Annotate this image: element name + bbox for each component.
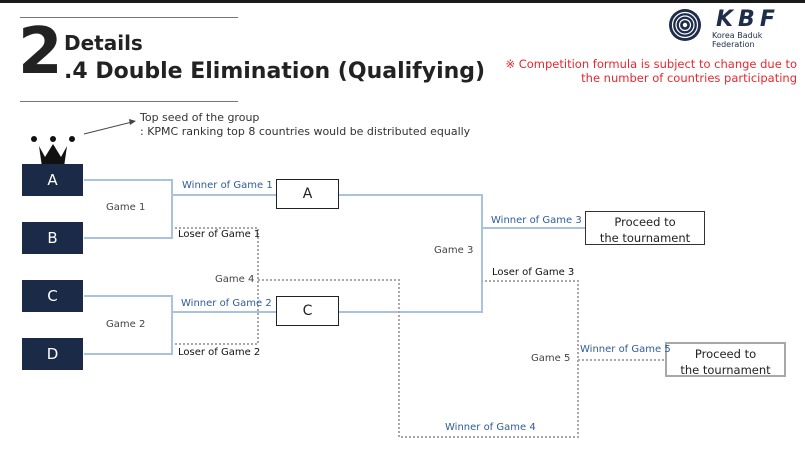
team-a: A bbox=[22, 164, 83, 196]
loser-game1-label: Loser of Game 1 bbox=[178, 229, 261, 240]
seed-description: : KPMC ranking top 8 countries would be … bbox=[140, 125, 471, 138]
winner-game3-label: Winner of Game 3 bbox=[491, 215, 582, 226]
game4-bracket-path bbox=[175, 227, 259, 345]
seed-annotation: Top seed of the group : KPMC ranking top… bbox=[140, 111, 470, 139]
crown-icon bbox=[31, 136, 75, 167]
annotation-arrow-head bbox=[129, 119, 136, 125]
header-rule-top bbox=[20, 17, 238, 18]
winner-game5-label: Winner of Game 5 bbox=[580, 344, 671, 355]
top-border bbox=[0, 0, 805, 3]
game2-bracket bbox=[84, 295, 276, 355]
winner-game1-label: Winner of Game 1 bbox=[182, 180, 273, 191]
game4-label: Game 4 bbox=[215, 274, 255, 285]
winner-box-a: A bbox=[276, 179, 339, 209]
proceed-box-2: Proceed to the tournament bbox=[665, 342, 786, 377]
logo-subtitle: Korea Baduk Federation bbox=[712, 31, 763, 49]
proceed-1-line-1: Proceed to bbox=[614, 215, 676, 229]
logo-wordmark: KBF bbox=[716, 7, 780, 32]
team-d: D bbox=[22, 338, 83, 370]
proceed-2-line-1: Proceed to bbox=[694, 347, 757, 361]
note-line-1: ※ Competition formula is subject to chan… bbox=[505, 57, 797, 71]
winner-game4-label: Winner of Game 4 bbox=[445, 422, 536, 433]
game1-label: Game 1 bbox=[106, 202, 146, 213]
proceed-1-line-2: the tournament bbox=[599, 231, 691, 245]
loser-paths bbox=[175, 227, 665, 438]
game1-bracket bbox=[84, 179, 276, 239]
winner-game2-label: Winner of Game 2 bbox=[181, 298, 272, 309]
game3-bracket bbox=[338, 194, 585, 313]
proceed-2-line-2: the tournament bbox=[680, 363, 771, 377]
game5-bracket-path bbox=[258, 279, 579, 438]
team-c: C bbox=[22, 280, 83, 312]
proceed-box-1: Proceed to the tournament bbox=[585, 211, 705, 245]
team-b: B bbox=[22, 222, 83, 254]
note-line-2: the number of countries participating bbox=[581, 71, 797, 85]
game5-label: Game 5 bbox=[531, 353, 571, 364]
winner-box-c: C bbox=[276, 296, 339, 326]
loser-game3-label: Loser of Game 3 bbox=[492, 267, 575, 278]
kbf-logo-icon bbox=[669, 9, 701, 41]
page-title: Details bbox=[64, 31, 143, 55]
section-number: 2 bbox=[18, 15, 63, 89]
header-rule-bottom bbox=[20, 101, 238, 102]
game3-label: Game 3 bbox=[434, 245, 474, 256]
competition-note: ※ Competition formula is subject to chan… bbox=[497, 57, 797, 85]
game2-label: Game 2 bbox=[106, 319, 146, 330]
loser-game2-label: Loser of Game 2 bbox=[178, 347, 261, 358]
seed-title: Top seed of the group bbox=[140, 111, 260, 124]
annotation-arrow-line bbox=[83, 121, 133, 135]
page-subtitle: .4 Double Elimination (Qualifying) bbox=[64, 59, 486, 84]
